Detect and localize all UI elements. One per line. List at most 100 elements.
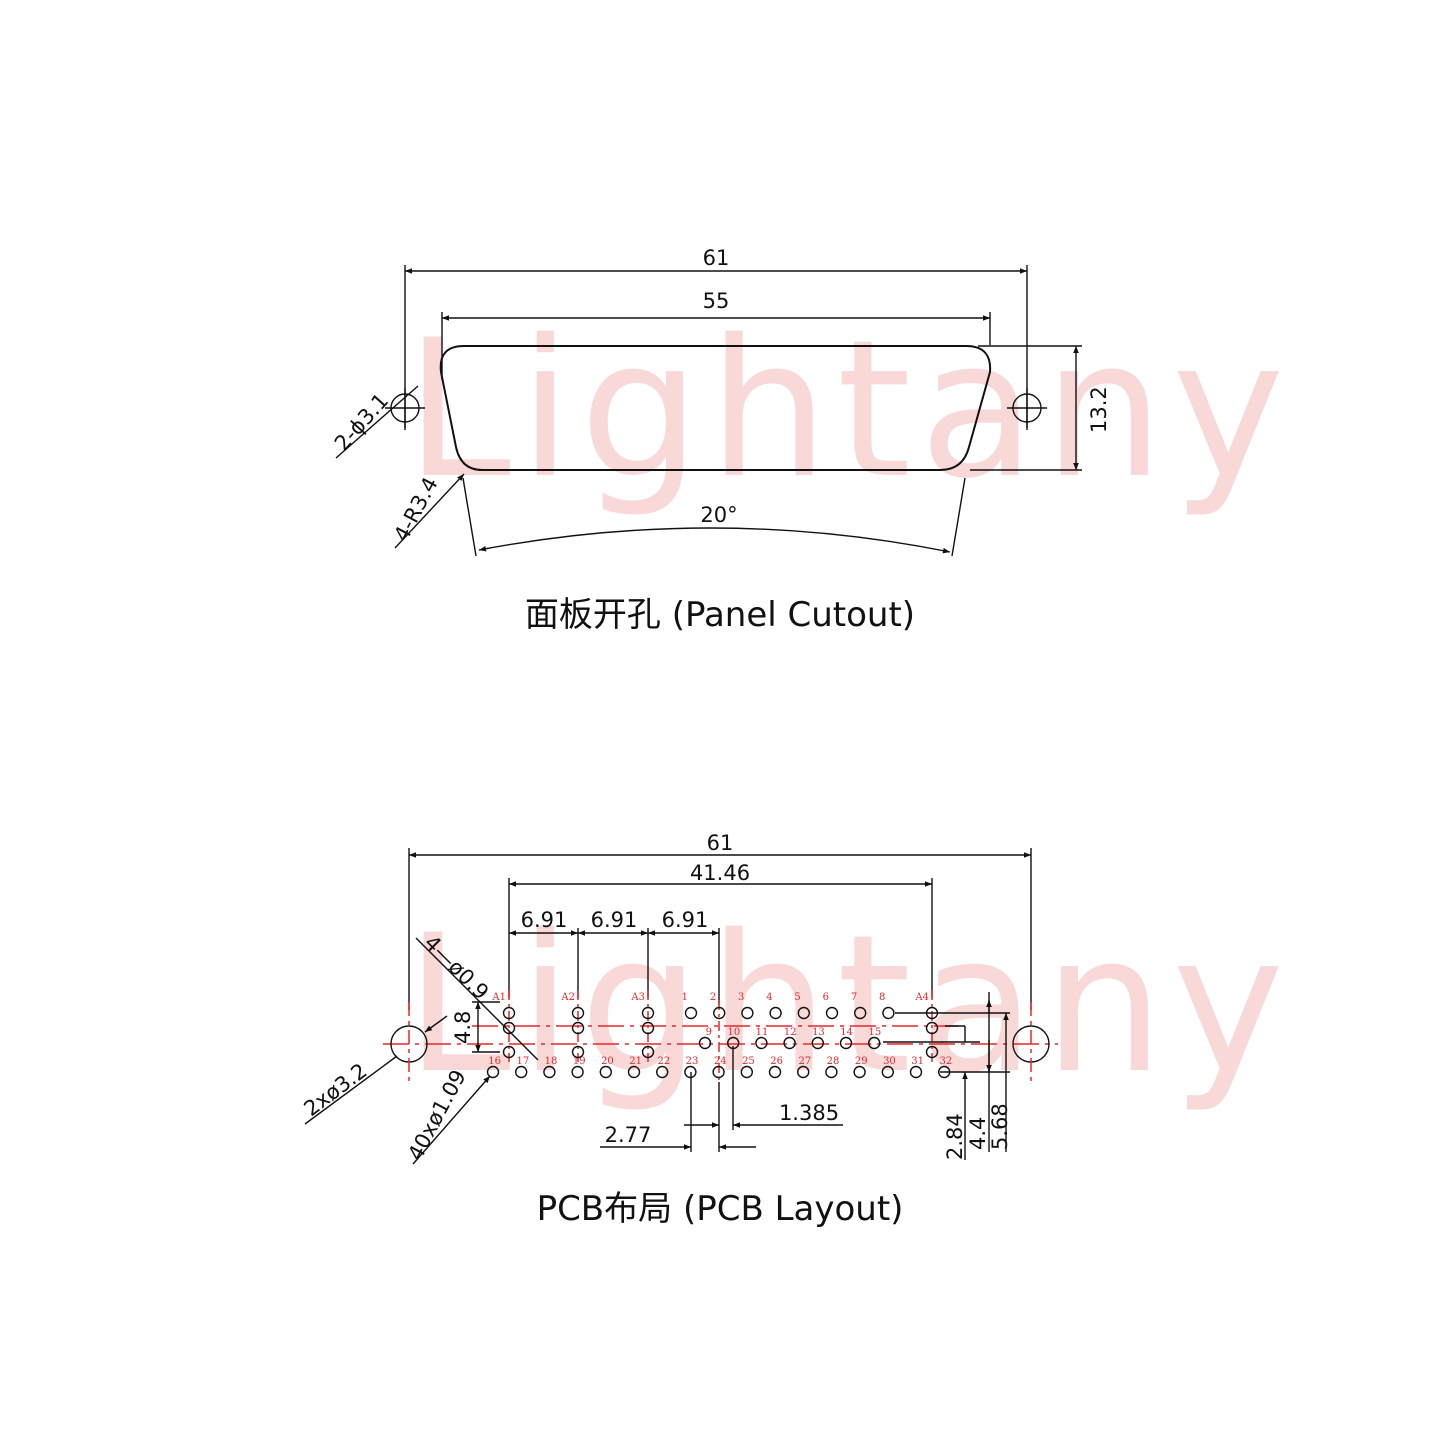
watermark-panel: Lightany	[405, 299, 1292, 520]
pin-hole-3	[741, 1006, 754, 1020]
pin-hole-a3	[641, 1006, 655, 1020]
pin-label-23: 23	[686, 1056, 699, 1067]
pin-hole-14	[839, 1036, 853, 1050]
pin-hole-4	[769, 1006, 782, 1020]
pin-label-14: 14	[840, 1027, 853, 1038]
panel-caption: 面板开孔 (Panel Cutout)	[525, 595, 915, 635]
pin-row-top: 1 2 3 4 5 6 7 8	[682, 992, 895, 1020]
pin-label-32: 32	[939, 1056, 952, 1067]
pin-hole-12	[783, 1036, 796, 1050]
pcb-dim-pitch: 2.77	[605, 1123, 652, 1147]
pcb-dim-pitch-span: 41.46	[690, 861, 750, 885]
pin-label-18: 18	[545, 1056, 558, 1067]
pin-label-a3: A3	[630, 992, 645, 1003]
pin-label-9: 9	[706, 1027, 712, 1038]
pin-label-24: 24	[714, 1056, 727, 1067]
pin-hole-13	[811, 1036, 824, 1050]
pin-hole-a2	[571, 1006, 585, 1020]
pin-label-7: 7	[851, 992, 857, 1003]
pin-label-22: 22	[657, 1056, 670, 1067]
pin-hole-18	[543, 1065, 556, 1079]
pcb-dim-mount-holes: 2xø3.2	[300, 1058, 372, 1121]
a-hole-mid-1	[502, 1021, 516, 1035]
pin-label-16: 16	[488, 1056, 501, 1067]
pcb-dim-offset: 1.385	[779, 1101, 839, 1125]
pin-hole-26	[768, 1065, 782, 1079]
a-hole-low-1	[502, 1045, 516, 1059]
pcb-dim-vertical: 4.8	[451, 1011, 475, 1044]
pin-hole-20	[599, 1065, 612, 1079]
a-hole-mid-3	[641, 1021, 655, 1035]
pin-label-4: 4	[766, 992, 772, 1003]
pin-label-12: 12	[784, 1027, 797, 1038]
pin-hole-16	[486, 1065, 500, 1079]
pin-hole-25	[740, 1065, 753, 1079]
pin-hole-24	[712, 1065, 725, 1079]
pin-hole-15	[868, 1036, 881, 1050]
pin-label-1: 1	[682, 992, 688, 1003]
pin-label-a2: A2	[560, 992, 575, 1003]
pin-hole-11	[755, 1036, 768, 1050]
pin-label-28: 28	[827, 1056, 840, 1067]
pcb-dim-row3: 5.68	[988, 1103, 1012, 1150]
pin-label-6: 6	[823, 992, 829, 1003]
pin-row-middle: 9 10 11 12 13 14 15	[698, 1027, 881, 1050]
pin-label-13: 13	[812, 1027, 825, 1038]
a-hole-mid-2	[571, 1021, 585, 1035]
pcb-dim-overall: 61	[707, 831, 734, 855]
pcb-caption: PCB布局 (PCB Layout)	[537, 1189, 904, 1229]
a-hole-low-3	[641, 1045, 655, 1059]
pin-label-5: 5	[794, 992, 800, 1003]
a-hole-mid-4	[925, 1021, 939, 1035]
panel-dim-shell: 55	[703, 289, 730, 313]
pcb-dim-row2: 4.4	[966, 1117, 990, 1150]
pin-label-11: 11	[756, 1027, 769, 1038]
pin-label-17: 17	[516, 1056, 529, 1067]
pin-label-30: 30	[883, 1056, 896, 1067]
pin-label-21: 21	[629, 1056, 642, 1067]
pin-hole-a1	[502, 1006, 516, 1020]
a-hole-low-2	[571, 1045, 585, 1059]
pin-label-29: 29	[855, 1056, 868, 1067]
panel-dim-overall: 61	[703, 246, 730, 270]
pin-label-8: 8	[879, 992, 885, 1003]
pin-label-15: 15	[868, 1027, 881, 1038]
pin-hole-6	[825, 1006, 839, 1020]
pin-hole-7	[854, 1006, 867, 1020]
pin-hole-5	[797, 1006, 810, 1020]
panel-dim-height: 13.2	[1087, 386, 1111, 433]
pin-hole-29	[853, 1065, 866, 1079]
pin-hole-28	[825, 1065, 838, 1079]
pin-label-31: 31	[911, 1056, 924, 1067]
pin-hole-19	[571, 1065, 584, 1079]
pin-hole-31	[909, 1065, 923, 1079]
pin-label-2: 2	[710, 992, 716, 1003]
pin-label-27: 27	[798, 1056, 811, 1067]
panel-dim-holes: 2-ϕ3.1	[330, 389, 393, 456]
pin-label-26: 26	[770, 1056, 783, 1067]
pcb-dim-spacing-1: 6.91	[521, 908, 568, 932]
pin-label-10: 10	[727, 1027, 740, 1038]
pin-hole-8	[882, 1006, 895, 1020]
pin-hole-22	[656, 1065, 669, 1079]
pin-hole-27	[797, 1065, 810, 1079]
pin-label-25: 25	[742, 1056, 755, 1067]
pin-label-3: 3	[738, 992, 744, 1003]
pin-label-a4: A4	[914, 992, 929, 1003]
panel-dim-angle: 20°	[700, 503, 737, 527]
pin-hole-17	[515, 1065, 528, 1079]
pin-hole-2	[713, 1006, 726, 1020]
pin-hole-30	[881, 1065, 894, 1079]
pcb-dim-spacing-3: 6.91	[662, 908, 709, 932]
pin-hole-9	[698, 1036, 712, 1050]
pin-hole-21	[627, 1065, 641, 1079]
a-hole-low-4	[925, 1045, 939, 1059]
d-shell-outline	[439, 345, 992, 471]
pin-hole-1	[684, 1006, 698, 1020]
pcb-dim-row1: 2.84	[943, 1113, 967, 1160]
pin-label-20: 20	[601, 1056, 614, 1067]
pin-label-a1: A1	[491, 992, 506, 1003]
pcb-dim-spacing-2: 6.91	[591, 908, 638, 932]
